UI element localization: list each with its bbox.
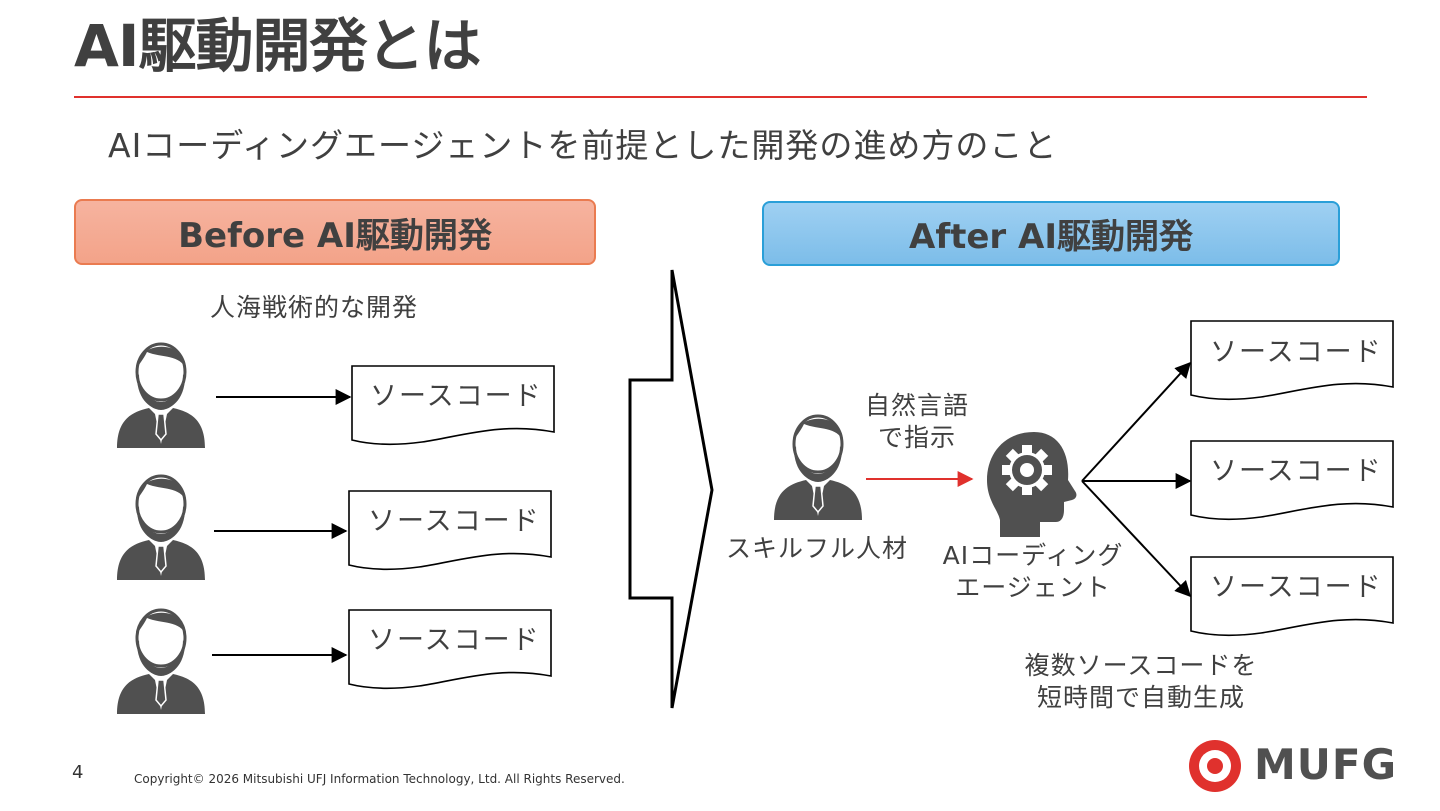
ai-agent-icon xyxy=(987,432,1077,537)
before-header: Before AI駆動開発 xyxy=(74,199,596,265)
document-label: ソースコード xyxy=(1210,456,1383,487)
after-header-label: After AI駆動開発 xyxy=(909,217,1193,257)
result-caption: 複数ソースコードを 短時間で自動生成 xyxy=(996,650,1286,714)
instruction-label: 自然言語 で指示 xyxy=(852,390,982,454)
agent-label: AIコーディング エージェント xyxy=(920,540,1146,604)
instruction-line-1: 自然言語 xyxy=(864,391,969,420)
before-caption: 人海戦術的な開発 xyxy=(210,293,419,322)
mufg-logo-text: MUFG xyxy=(1254,740,1398,789)
result-line-2: 短時間で自動生成 xyxy=(1036,683,1245,712)
document-label: ソースコード xyxy=(1210,337,1383,368)
slide-subtitle: AIコーディングエージェントを前提とした開発の進め方のこと xyxy=(108,126,1058,165)
arrow xyxy=(1081,480,1192,598)
transition-arrow xyxy=(628,269,714,709)
document-label: ソースコード xyxy=(1210,572,1383,603)
agent-line-2: エージェント xyxy=(955,573,1111,602)
person-icon xyxy=(115,608,207,716)
document-label: ソースコード xyxy=(368,625,541,656)
before-header-label: Before AI駆動開発 xyxy=(178,215,492,256)
copyright-notice: Copyright© 2026 Mitsubishi UFJ Informati… xyxy=(134,772,625,786)
result-line-1: 複数ソースコードを xyxy=(1024,651,1258,680)
agent-line-1: AIコーディング xyxy=(942,541,1124,570)
mufg-logo-mark xyxy=(1189,740,1241,792)
page-number: 4 xyxy=(72,762,84,783)
document-label: ソースコード xyxy=(368,506,541,537)
slide-title: AI駆動開発とは xyxy=(74,12,481,80)
document-label: ソースコード xyxy=(370,381,543,412)
instruction-line-2: で指示 xyxy=(877,423,956,452)
person-icon xyxy=(115,342,207,450)
title-divider xyxy=(74,96,1367,98)
skilled-person-icon xyxy=(772,414,864,522)
person-icon xyxy=(115,474,207,582)
after-header: After AI駆動開発 xyxy=(762,201,1340,266)
skilled-person-label: スキルフル人材 xyxy=(726,534,909,563)
arrow xyxy=(1081,361,1192,482)
